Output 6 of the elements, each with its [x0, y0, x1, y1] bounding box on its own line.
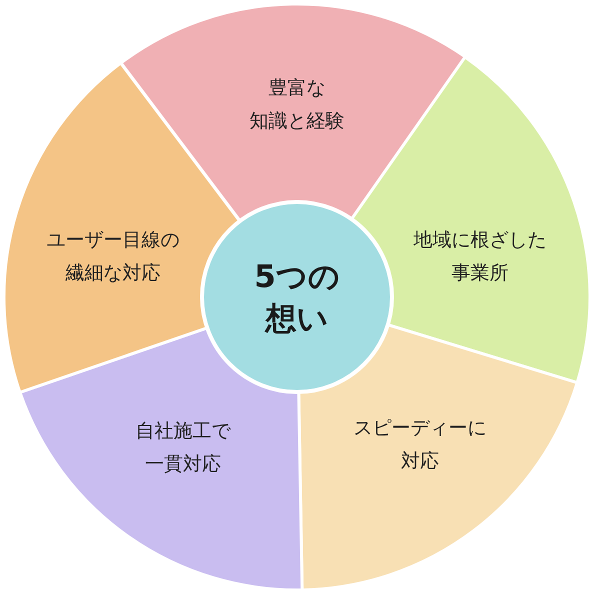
wedge-label: ユーザー目線の繊細な対応 [46, 228, 180, 286]
wedge-label: 自社施工で一貫対応 [135, 418, 230, 477]
wedge-label: 豊富な知識と経験 [249, 76, 344, 134]
center-title: 5つの想い [254, 258, 340, 339]
wedge-label: スピーディーに対応 [354, 416, 486, 474]
wedge-label: 地域に根ざした事業所 [414, 228, 546, 286]
